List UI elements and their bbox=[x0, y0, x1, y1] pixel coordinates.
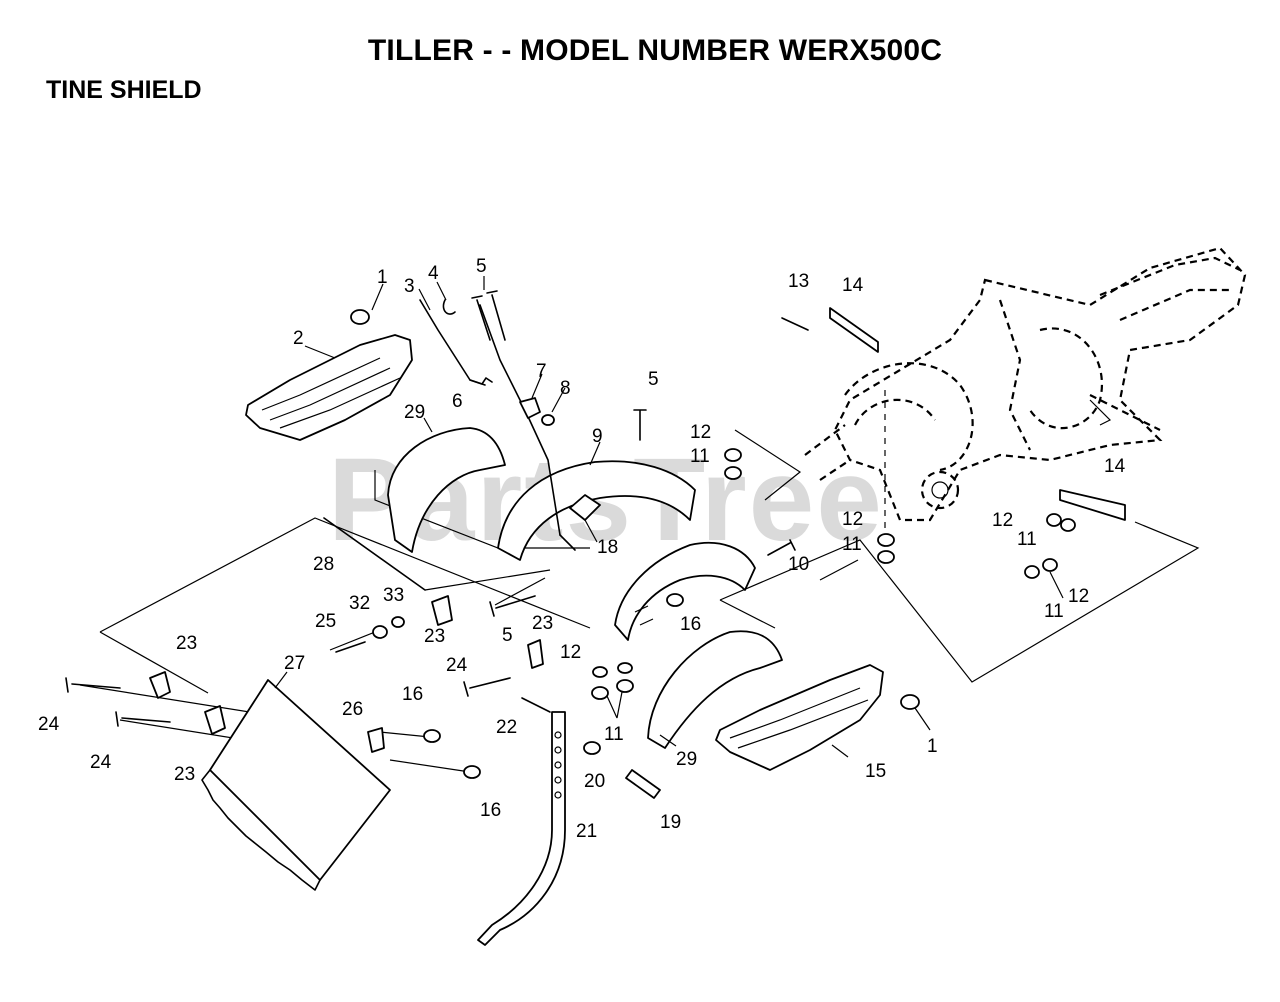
callout-16: 16 bbox=[680, 614, 701, 635]
page-title: TILLER - - MODEL NUMBER WERX500C bbox=[367, 34, 943, 67]
callout-5: 5 bbox=[476, 256, 487, 277]
callout-3: 3 bbox=[404, 276, 415, 297]
callout-24: 24 bbox=[446, 655, 468, 676]
callout-6: 6 bbox=[452, 391, 463, 412]
left-deflector bbox=[245, 334, 413, 441]
callout-20: 20 bbox=[584, 771, 605, 792]
callout-24: 24 bbox=[38, 714, 60, 735]
callout-23: 23 bbox=[176, 633, 197, 654]
callout-23: 23 bbox=[532, 613, 553, 634]
callout-12: 12 bbox=[842, 509, 863, 530]
callout-22: 22 bbox=[496, 717, 517, 738]
callout-23: 23 bbox=[174, 764, 195, 785]
callout-33: 33 bbox=[383, 585, 404, 606]
section-title: TINE SHIELD bbox=[46, 76, 202, 104]
callout-16: 16 bbox=[480, 800, 501, 821]
callout-9: 9 bbox=[592, 426, 603, 447]
hardware bbox=[65, 290, 1126, 799]
right-deflector bbox=[715, 664, 884, 771]
callout-29: 29 bbox=[676, 749, 697, 770]
depth-stake bbox=[477, 711, 566, 946]
transmission-phantom bbox=[804, 246, 1247, 540]
callout-11: 11 bbox=[1017, 529, 1037, 550]
callout-7: 7 bbox=[536, 361, 547, 382]
callout-29: 29 bbox=[404, 402, 425, 423]
callout-2: 2 bbox=[293, 328, 304, 349]
callout-15: 15 bbox=[865, 761, 886, 782]
callout-12: 12 bbox=[1068, 586, 1089, 607]
callout-10: 10 bbox=[788, 554, 809, 575]
callout-5: 5 bbox=[648, 369, 659, 390]
callout-25: 25 bbox=[315, 611, 336, 632]
callout-27: 27 bbox=[284, 653, 305, 674]
callout-12: 12 bbox=[992, 510, 1013, 531]
callout-12: 12 bbox=[690, 422, 711, 443]
callout-23: 23 bbox=[424, 626, 445, 647]
callout-11: 11 bbox=[690, 446, 710, 467]
main-tine-hood bbox=[497, 460, 756, 641]
callout-8: 8 bbox=[560, 378, 571, 399]
callout-5: 5 bbox=[502, 625, 513, 646]
callout-13: 13 bbox=[788, 271, 809, 292]
callout-1: 1 bbox=[377, 267, 388, 288]
deflector-plate bbox=[201, 679, 391, 891]
callout-12: 12 bbox=[560, 642, 581, 663]
callout-26: 26 bbox=[342, 699, 363, 720]
callout-24: 24 bbox=[90, 752, 112, 773]
callout-32: 32 bbox=[349, 593, 370, 614]
side-shield-left bbox=[387, 427, 506, 553]
callout-11: 11 bbox=[842, 534, 862, 555]
callout-18: 18 bbox=[597, 537, 618, 558]
callout-14: 14 bbox=[842, 275, 864, 296]
callout-1: 1 bbox=[927, 736, 938, 757]
callouts: 1 1 2 3 4 5 5 5 6 7 8 9 10 11 11 11 11 1… bbox=[38, 256, 1126, 842]
callout-28: 28 bbox=[313, 554, 334, 575]
callout-14: 14 bbox=[1104, 456, 1126, 477]
callout-11: 11 bbox=[604, 724, 624, 745]
callout-leaders bbox=[274, 276, 1064, 758]
side-shield-right bbox=[647, 630, 783, 749]
callout-11: 11 bbox=[1044, 601, 1064, 622]
callout-4: 4 bbox=[428, 263, 439, 284]
callout-21: 21 bbox=[576, 821, 597, 842]
callout-19: 19 bbox=[660, 812, 681, 833]
callout-16: 16 bbox=[402, 684, 423, 705]
